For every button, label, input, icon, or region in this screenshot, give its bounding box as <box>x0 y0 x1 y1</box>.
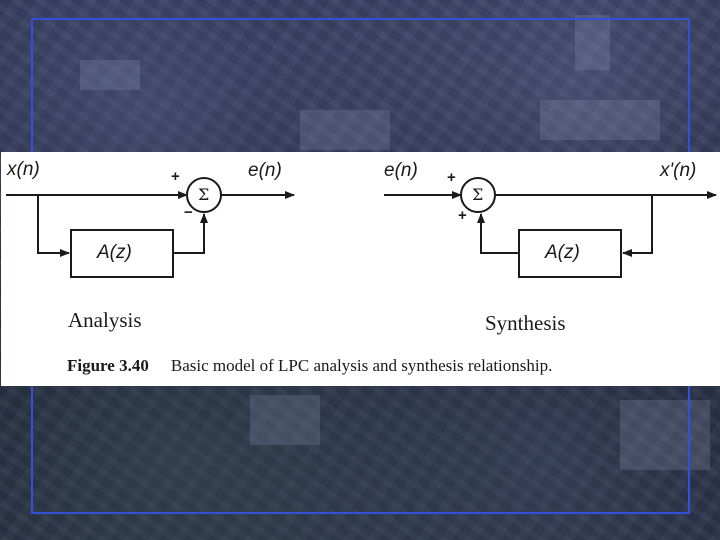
synthesis-feedback-line <box>477 213 519 254</box>
analysis-summer-symbol: Σ <box>198 185 210 204</box>
analysis-input-label: x(n) <box>7 159 40 180</box>
lpc-figure: x(n) e(n) Σ + − A(z) Analysis e(n) x'(n)… <box>1 152 720 386</box>
figure-number: Figure 3.40 <box>67 356 149 375</box>
synthesis-output-label: x'(n) <box>660 160 697 181</box>
analysis-output-label: e(n) <box>248 160 282 181</box>
synthesis-plus-sign-bottom: + <box>458 207 467 224</box>
analysis-branch-line <box>37 195 70 257</box>
synthesis-plus-sign-top: + <box>447 169 456 186</box>
block-diagram-lines <box>6 177 717 278</box>
analysis-filter-label: A(z) <box>97 242 132 263</box>
analysis-minus-sign: − <box>184 204 193 221</box>
synthesis-input-label: e(n) <box>384 160 418 181</box>
synthesis-filter-label: A(z) <box>545 242 580 263</box>
analysis-plus-sign: + <box>171 168 180 185</box>
figure-caption: Figure 3.40 Basic model of LPC analysis a… <box>67 356 552 376</box>
synthesis-summer-symbol: Σ <box>472 185 484 204</box>
figure-caption-text: Basic model of LPC analysis and synthesi… <box>170 356 553 375</box>
analysis-title: Analysis <box>68 308 142 332</box>
analysis-feedback-line <box>173 213 208 254</box>
synthesis-branch-line <box>622 195 653 257</box>
synthesis-title: Synthesis <box>485 311 566 335</box>
